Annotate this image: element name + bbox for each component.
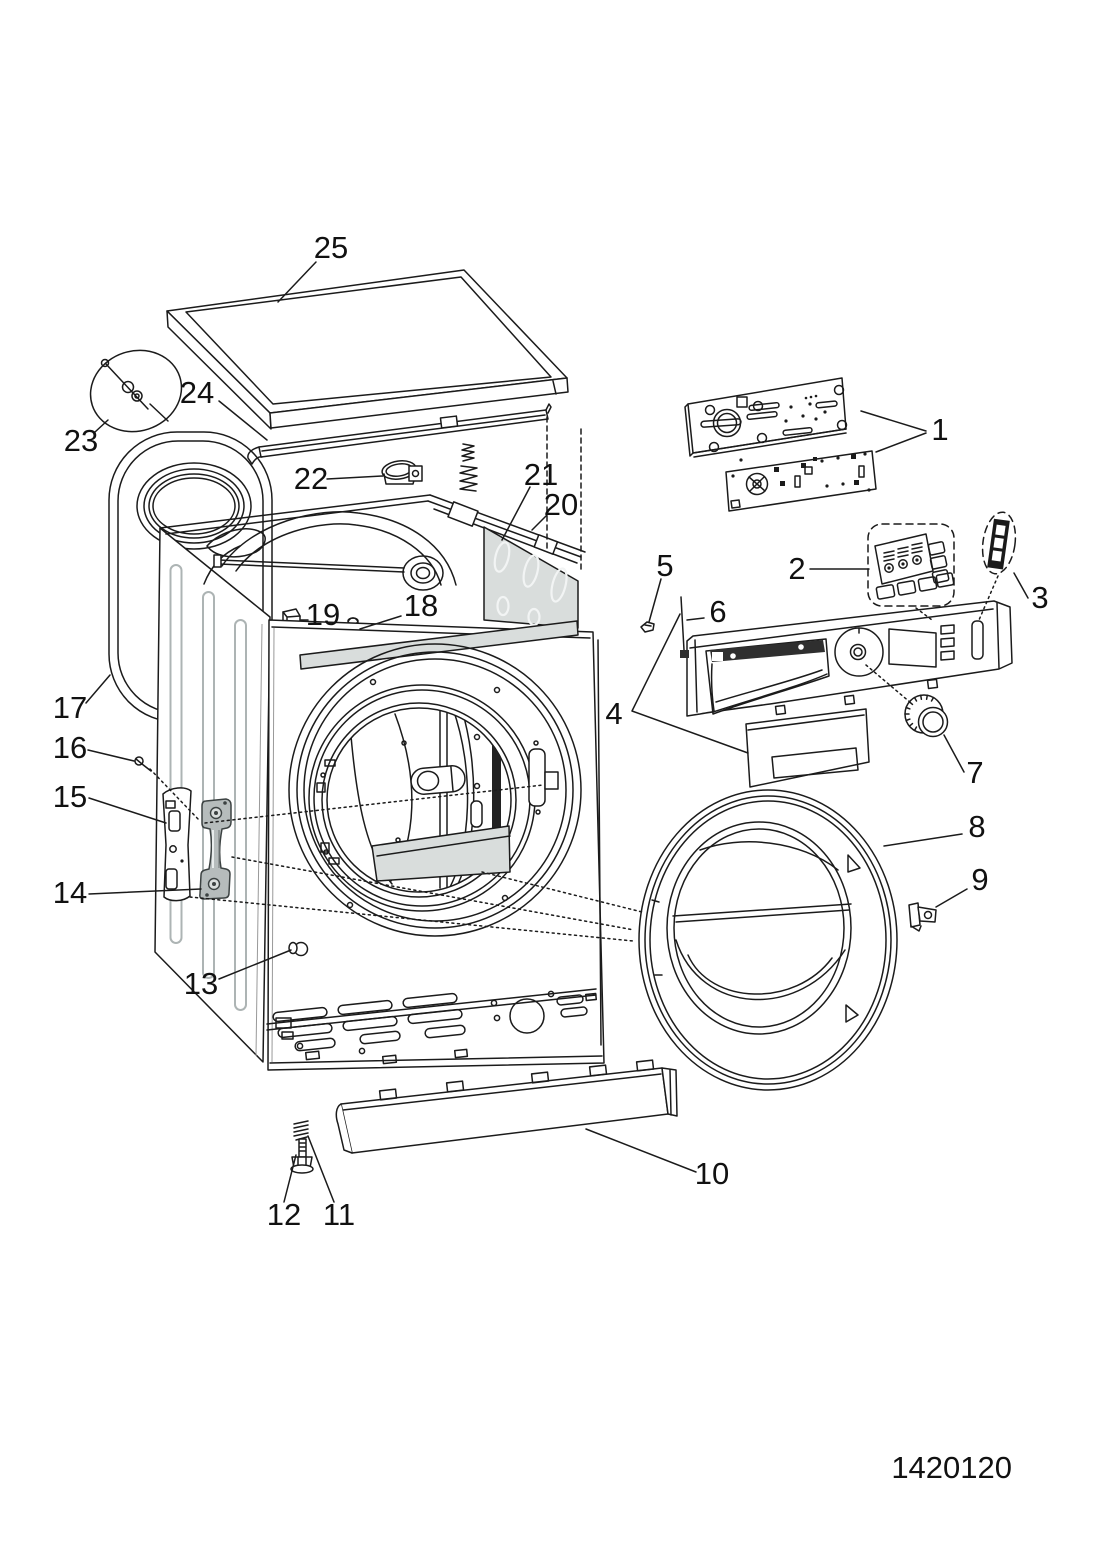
handle-screw [134,756,152,772]
screw-kit-detail [89,349,183,433]
kick-plate [335,1059,678,1154]
callout-label: 22 [294,461,328,496]
drum-paddle [371,825,511,882]
front-panel [266,619,605,1071]
callout-label: 7 [966,755,983,790]
callout-1: 1 [860,410,949,453]
callout-label: 13 [184,966,218,1001]
assembly-dotted-lines [149,575,999,942]
callout-6: 6 [686,594,727,629]
callout-label: 20 [544,487,578,522]
callout-label: 6 [709,594,726,629]
document-number: 1420120 [891,1450,1012,1485]
callout-label: 19 [306,597,340,632]
control-panel [686,600,1013,717]
callout-label: 24 [180,375,214,410]
foot-bolt-shaft [298,1138,307,1158]
callout-label: 15 [53,779,87,814]
callout-20: 20 [531,487,578,531]
callout-13: 13 [184,949,292,1001]
callout-label: 11 [323,1197,355,1232]
rear-rail [159,494,586,564]
callout-label: 12 [267,1197,301,1232]
leveling-foot-group [290,1120,314,1174]
callout-17: 17 [53,674,111,725]
drawer-rail [710,640,825,662]
callout-8: 8 [883,809,986,847]
callout-21: 21 [501,457,558,541]
top-lid [166,269,569,430]
panel-clip [640,621,655,633]
door-hinge-clip [908,902,937,932]
callout-5: 5 [648,548,674,623]
tub-top [203,511,457,591]
knob-collar [834,627,884,677]
panel-support-rod [680,596,689,658]
hose-clamp [381,460,423,485]
callout-label: 5 [656,548,673,583]
callout-2: 2 [788,551,870,586]
callout-22: 22 [294,461,384,496]
callout-label: 21 [524,457,558,492]
callout-label: 14 [53,875,87,910]
door-latch-slot [528,740,559,815]
callout-14: 14 [53,875,202,910]
callout-18: 18 [359,588,438,630]
program-knob [904,694,949,738]
callout-label: 2 [788,551,805,586]
callout-label: 25 [314,230,348,265]
callout-label: 8 [968,809,985,844]
control-board-assembly [684,377,877,512]
cabinet [154,494,605,1071]
callout-label: 17 [53,690,87,725]
callout-9: 9 [935,862,989,908]
callout-11: 11 [307,1135,355,1232]
callout-label: 4 [605,696,622,731]
button-kit [867,523,955,607]
callout-label: 18 [404,588,438,623]
callout-19: 19 [300,597,340,632]
callout-label: 16 [53,730,87,765]
drum-handle [410,765,466,795]
callout-label: 1 [931,412,948,447]
front-rail-band [299,620,579,670]
door-assembly [638,789,898,1091]
callout-label: 9 [971,862,988,897]
callout-23: 23 [64,419,109,458]
callout-label: 3 [1031,580,1048,615]
door-handle [199,798,232,900]
connector-kit [981,511,1017,575]
callout-10: 10 [585,1128,729,1191]
callout-16: 16 [53,730,135,765]
callout-25: 25 [277,230,348,303]
tub-grommet [402,555,444,591]
trim-strip [247,403,552,465]
callout-4: 4 [605,613,749,754]
callouts: 1 2 3 4 5 6 7 8 [53,230,1049,1232]
panel-slot [971,620,984,660]
plug-button [288,941,309,957]
suspension-spring [459,443,478,492]
vent-strip [266,988,603,1065]
callout-24: 24 [180,375,268,441]
callout-15: 15 [53,779,167,824]
callout-12: 12 [267,1154,301,1232]
foot-spring [293,1120,309,1141]
callout-label: 23 [64,423,98,458]
rear-panel [483,526,579,629]
callout-3: 3 [1013,572,1049,615]
callout-7: 7 [943,734,984,790]
panel-buttons [940,624,955,661]
detergent-drawer-front [745,708,870,788]
callout-label: 10 [695,1156,729,1191]
handle-plate [162,787,192,902]
display-window [888,628,937,668]
